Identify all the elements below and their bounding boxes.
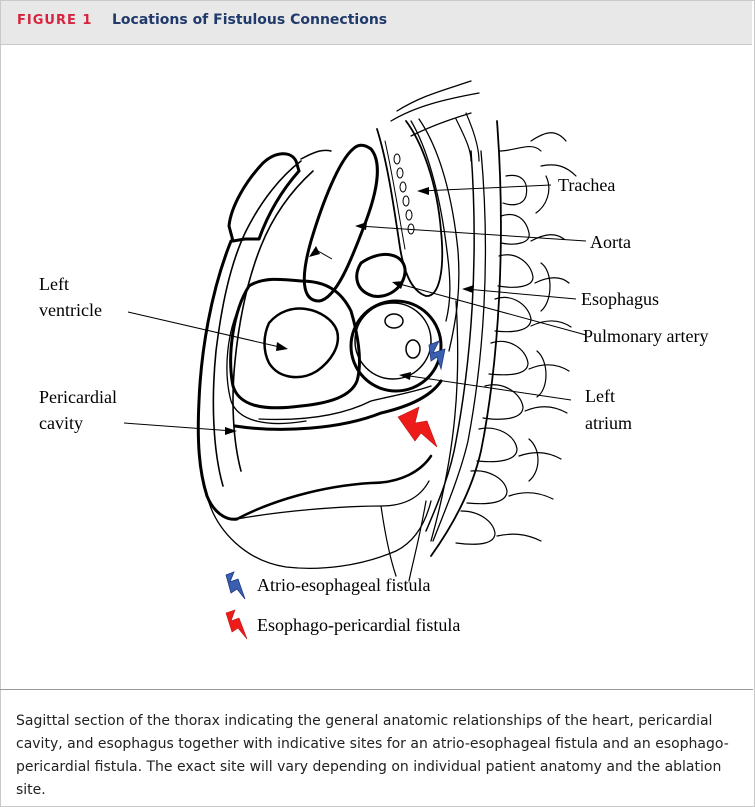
legend-esophago-label: Esophago-pericardial fistula xyxy=(257,615,460,635)
label-left-ventricle-line2: ventricle xyxy=(39,300,102,320)
spine-outline xyxy=(397,81,471,111)
label-left-atrium-line1: Left xyxy=(585,386,615,406)
figure-header: FIGURE 1 Locations of Fistulous Connecti… xyxy=(1,1,752,45)
label-trachea: Trachea xyxy=(558,175,615,195)
label-pericardial-cavity-line2: cavity xyxy=(39,413,83,433)
legend-atrio-label: Atrio-esophageal fistula xyxy=(257,575,430,595)
figure-illustration: Trachea Aorta Esophagus Pulmonary artery… xyxy=(1,45,752,689)
label-left-atrium-line2: atrium xyxy=(585,413,632,433)
caption-divider xyxy=(0,689,753,690)
label-pericardial-cavity-line1: Pericardial xyxy=(39,387,117,407)
label-left-ventricle-line1: Left xyxy=(39,274,69,294)
label-pulmonary-artery: Pulmonary artery xyxy=(583,326,708,346)
figure-title: Locations of Fistulous Connections xyxy=(112,12,387,28)
thorax-diagram: Trachea Aorta Esophagus Pulmonary artery… xyxy=(1,45,752,689)
figure-caption: Sagittal section of the thorax indicatin… xyxy=(16,710,736,802)
esophago-fistula-marker xyxy=(398,407,437,447)
figure-label: FIGURE 1 xyxy=(17,13,92,28)
label-esophagus: Esophagus xyxy=(581,289,659,309)
label-aorta: Aorta xyxy=(590,232,631,252)
legend-atrio-icon xyxy=(226,572,245,599)
pulmonary-artery-shape xyxy=(357,254,405,296)
left-ventricle-outer xyxy=(231,279,360,408)
legend-esophago-icon xyxy=(226,610,247,639)
left-ventricle-cavity xyxy=(265,309,338,378)
